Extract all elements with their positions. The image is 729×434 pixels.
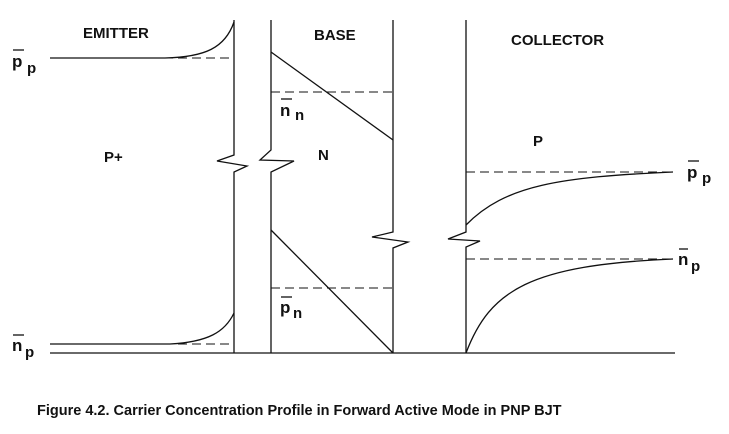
carrier-symbol: p: [687, 163, 697, 182]
collector-doping-label: P: [533, 133, 543, 150]
base-majority-carrier-label: n n: [280, 98, 304, 124]
emitter-doping-label: P+: [104, 149, 123, 166]
base-doping-label: N: [318, 147, 329, 164]
collector-minority-carrier-label: n p: [678, 248, 700, 275]
carrier-symbol: p: [280, 298, 290, 317]
base-collector-junction-base-edge: [371, 20, 411, 353]
carrier-subscript: n: [295, 107, 304, 124]
carrier-symbol: n: [280, 101, 290, 120]
emitter-base-junction-emitter-edge: [216, 20, 250, 353]
carrier-symbol: n: [12, 336, 22, 355]
base-majority-profile: [270, 51, 394, 141]
emitter-label: EMITTER: [83, 25, 149, 42]
carrier-subscript: p: [27, 60, 36, 77]
emitter-minority-carrier-label: n p: [12, 334, 34, 361]
base-minority-profile: [270, 229, 394, 354]
collector-majority-profile: [465, 171, 674, 226]
collector-label: COLLECTOR: [511, 32, 604, 49]
carrier-subscript: p: [702, 170, 711, 187]
base-minority-carrier-label: p n: [280, 296, 302, 322]
emitter-majority-carrier-label: p p: [12, 49, 36, 77]
carrier-subscript: p: [25, 344, 34, 361]
collector-majority-carrier-label: p p: [687, 160, 711, 187]
carrier-symbol: p: [12, 52, 22, 71]
emitter-base-junction-base-edge: [258, 20, 295, 353]
base-collector-junction-collector-edge: [447, 20, 481, 353]
carrier-subscript: n: [293, 305, 302, 322]
base-label: BASE: [314, 27, 356, 44]
collector-minority-profile: [465, 258, 674, 354]
emitter-minority-profile: [50, 312, 235, 345]
figure-caption: Figure 4.2. Carrier Concentration Profil…: [37, 403, 562, 419]
carrier-subscript: p: [691, 258, 700, 275]
carrier-symbol: n: [678, 250, 688, 269]
